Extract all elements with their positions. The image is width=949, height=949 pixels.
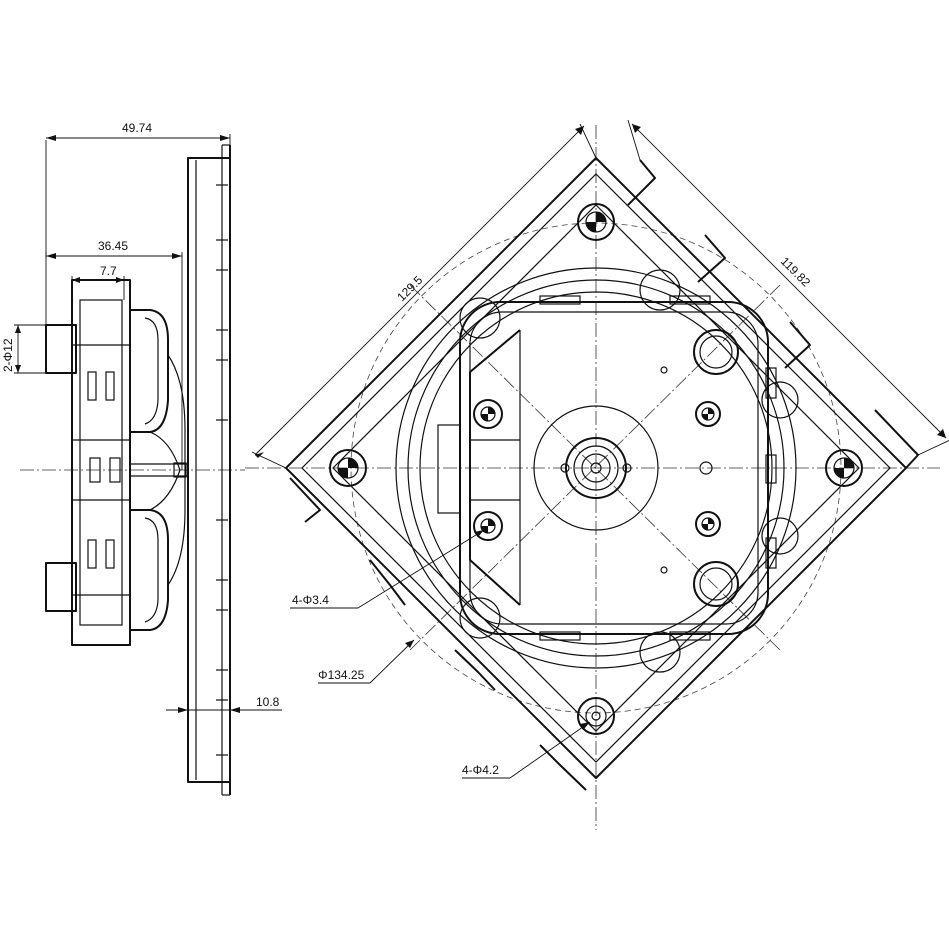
dim-plate-thickness: 10.8 [256,695,280,709]
corner-bosses [459,269,799,673]
front-left-panel [469,329,521,606]
dim-body-depth: 36.45 [98,239,128,253]
side-view: 49.74 36.45 7.7 2-Φ12 10.8 [1,121,282,796]
side-lower-housing [130,509,169,631]
small-holes [473,399,503,541]
front-hub [533,405,659,531]
mount-holes [329,203,863,735]
dim-nozzle-depth: 7.7 [100,264,117,278]
dim-overall-depth: 49.74 [122,121,152,135]
front-square-outer [285,157,907,779]
leader-small-holes: 4-Φ3.4 [292,593,329,607]
leader-mount-holes: 4-Φ4.2 [462,763,499,777]
front-ring-outer [395,267,797,669]
square-tabs [289,159,919,791]
side-nozzle-upper [45,324,77,374]
side-nozzle-lower [45,562,77,612]
right-holes [660,329,739,607]
front-view: 129.5 119.82 4-Φ3.4 Φ134.25 4-Φ4.2 [245,119,949,830]
dim-diagonal-right: 119.82 [778,254,813,289]
dim-nozzle-diameter: 2-Φ12 [1,338,15,372]
leader-circle-diameter: Φ134.25 [318,668,365,682]
side-upper-housing [130,309,169,433]
dim-diagonal-left: 129.5 [394,273,425,304]
side-valve-body [71,279,131,646]
